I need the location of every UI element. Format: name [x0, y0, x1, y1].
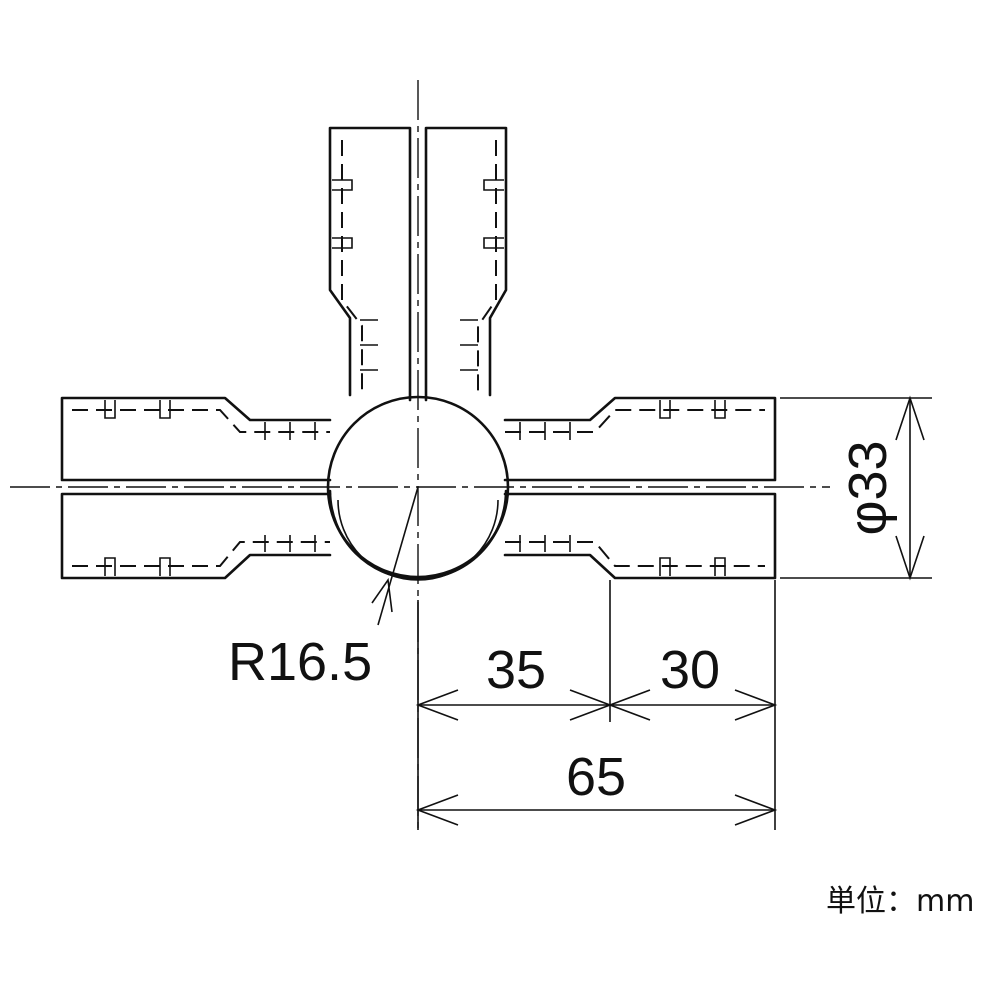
dim-35-label: 35 — [486, 640, 546, 700]
dim-30-label: 30 — [660, 640, 720, 700]
center-ring — [326, 395, 510, 581]
diameter-label: φ33 — [838, 440, 898, 535]
diameter-dimension — [780, 395, 932, 581]
dim-65-label: 65 — [566, 747, 626, 807]
radius-label: R16.5 — [228, 632, 372, 692]
upper-branch — [328, 126, 508, 402]
radius-leader — [371, 486, 419, 626]
right-branch — [503, 396, 777, 580]
unit-label: 単位：mm — [826, 884, 975, 919]
left-branch — [60, 396, 332, 580]
horizontal-dimensions — [415, 580, 778, 830]
